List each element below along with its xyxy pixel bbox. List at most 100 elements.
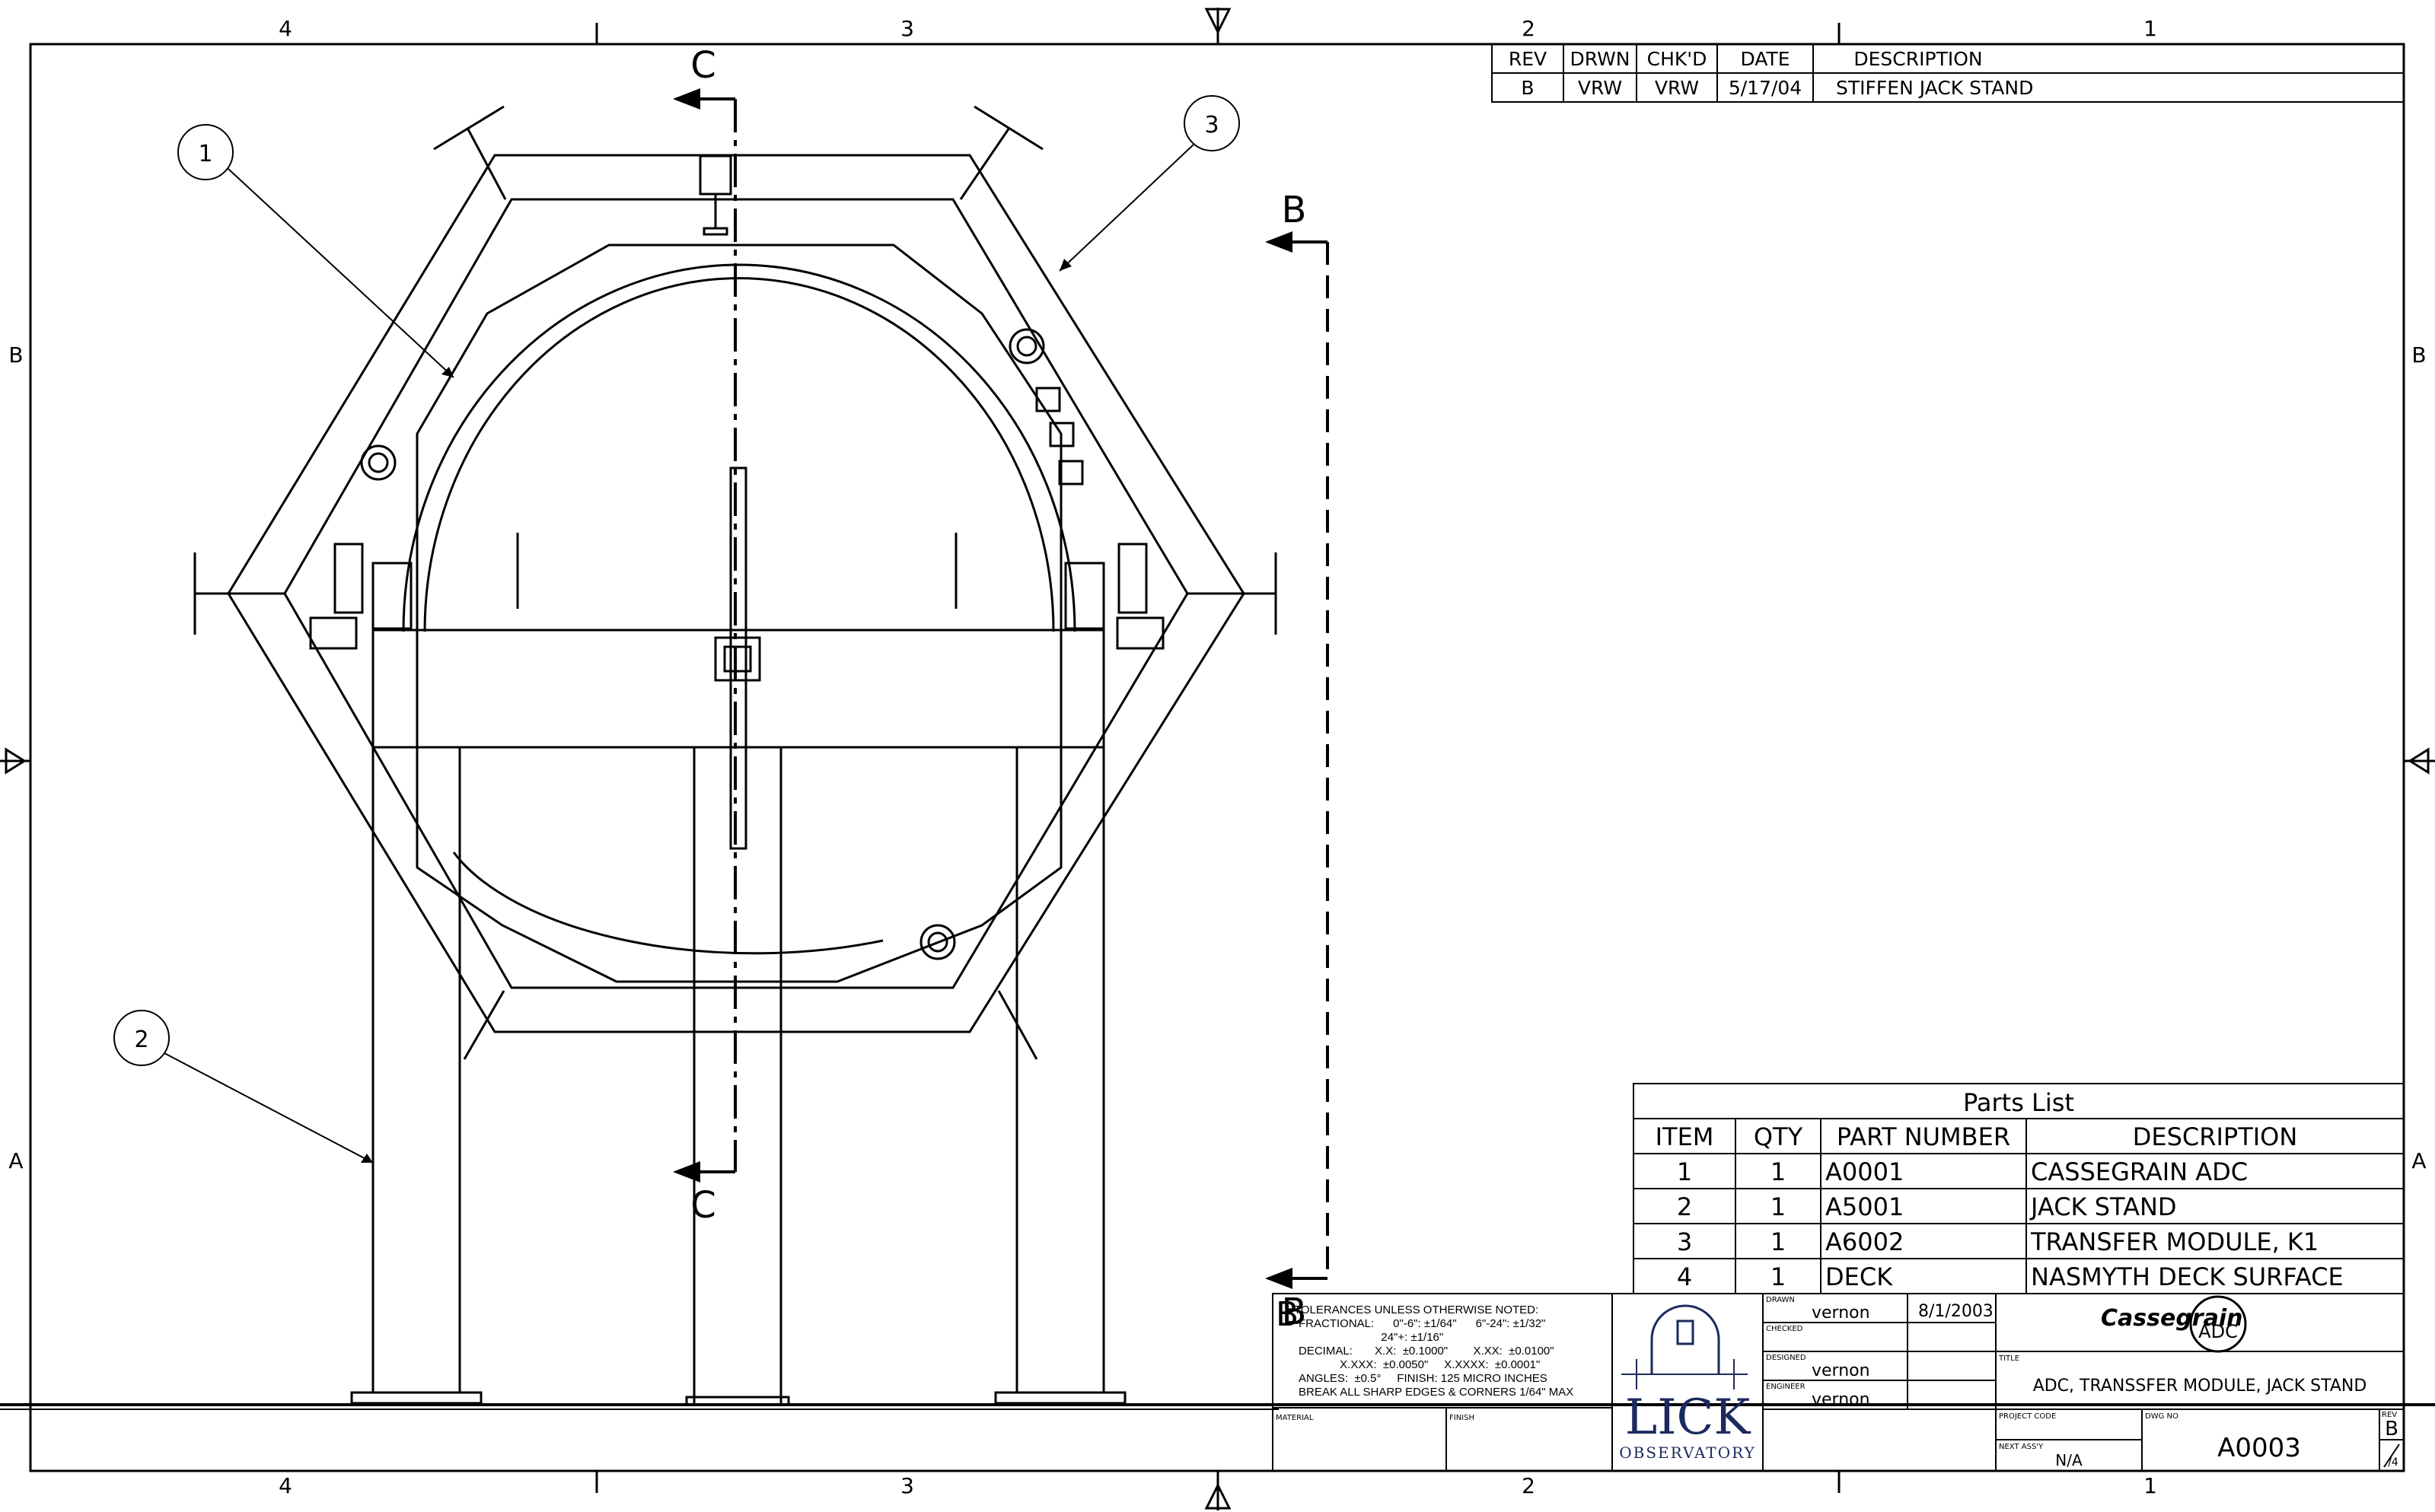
section-c-line: [677, 97, 737, 1173]
zone-bottom-1: 1: [2143, 1473, 2157, 1498]
rev-value: B: [2385, 1418, 2398, 1440]
rev-label: REV: [2382, 1411, 2397, 1419]
svg-text:1: 1: [198, 141, 212, 167]
parts-list: Parts List ITEM QTY PART NUMBER DESCRIPT…: [1633, 1083, 2405, 1294]
svg-text:X.XXX: ±0.0050" X.XXXX:: X.XXX: ±0.0050" X.XXXX: ±0.0001": [1299, 1358, 1540, 1371]
balloon-2: 2: [113, 1010, 374, 1163]
engineer-name: vernon: [1812, 1390, 1870, 1409]
zone-bottom-4: 4: [279, 1473, 292, 1498]
parts-row-3-desc: TRANSFER MODULE, K1: [2030, 1227, 2319, 1256]
section-b-arrow-top: [1265, 231, 1292, 253]
cassegrain-adc: [309, 154, 1165, 983]
rev-cell-date: 5/17/04: [1729, 77, 1802, 99]
svg-text:ANGLES: ±0.5° FINISH: 125: ANGLES: ±0.5° FINISH: 125 MICRO INCHES: [1299, 1372, 1547, 1385]
parts-row-2-part: A5001: [1825, 1192, 1904, 1221]
parts-row-2-item: 2: [1677, 1192, 1692, 1221]
hexagon-frame: [193, 105, 1277, 1060]
section-b-label-top: B: [1282, 189, 1307, 231]
zone-labels: 4 3 2 1 4 3 2 1 B A B A: [8, 16, 2426, 1498]
parts-row-3-qty: 1: [1770, 1227, 1786, 1256]
finish-label: FINISH: [1449, 1414, 1474, 1422]
parts-row-4-item: 4: [1677, 1262, 1692, 1291]
rev-header-chkd: CHK'D: [1647, 48, 1707, 70]
parts-row-3-part: A6002: [1825, 1227, 1904, 1256]
rev-header-date: DATE: [1740, 48, 1790, 70]
svg-text:TOLERANCES UNLESS OTHERWISE NO: TOLERANCES UNLESS OTHERWISE NOTED:: [1294, 1304, 1538, 1316]
project-code-label: PROJECT CODE: [1999, 1412, 2056, 1421]
zone-bottom-3: 3: [900, 1473, 914, 1498]
project-badge-circle: [2189, 1295, 2247, 1353]
section-b-arrow-bottom: [1265, 1268, 1292, 1289]
parts-header-item: ITEM: [1656, 1122, 1714, 1151]
section-b-label-bottom: B: [1282, 1291, 1307, 1333]
central-shaft: [714, 466, 761, 850]
parts-header-description: DESCRIPTION: [2133, 1122, 2298, 1151]
parts-row-4-part: DECK: [1825, 1262, 1893, 1291]
title-block: TOLERANCES UNLESS OTHERWISE NOTED: FRACT…: [1272, 1293, 2405, 1472]
lick-observatory-logo: LICK OBSERVATORY: [1619, 1304, 1756, 1462]
material-label: MATERIAL: [1276, 1414, 1314, 1422]
logo-name: LICK: [1625, 1389, 1751, 1446]
zone-left-b: B: [8, 342, 23, 368]
logo-sub: OBSERVATORY: [1619, 1444, 1756, 1462]
drawing-title: ADC, TRANSSFER MODULE, JACK STAND: [2033, 1377, 2367, 1396]
zone-top-3: 3: [900, 16, 914, 41]
section-c-label-bottom: C: [690, 1184, 716, 1227]
dwg-no: A0003: [2217, 1433, 2301, 1463]
parts-header-qty: QTY: [1754, 1122, 1803, 1151]
revision-block: REV DRWN CHK'D DATE DESCRIPTION B VRW VR…: [1491, 43, 2405, 103]
tolerance-notes: TOLERANCES UNLESS OTHERWISE NOTED: FRACT…: [1294, 1304, 1573, 1399]
svg-text:2: 2: [134, 1027, 148, 1053]
rev-cell-drwn: VRW: [1578, 77, 1622, 99]
project-name: Cassegrain: [2101, 1305, 2242, 1332]
svg-text:3: 3: [1204, 112, 1219, 138]
tolerance-b-mark: B: [1276, 1295, 1299, 1334]
parts-row-1-item: 1: [1677, 1157, 1692, 1186]
section-c-arrow-top: [673, 88, 700, 110]
rev-header-description: DESCRIPTION: [1853, 48, 1982, 70]
zone-right-a: A: [2411, 1148, 2426, 1173]
zone-top-1: 1: [2143, 16, 2157, 41]
parts-list-title: Parts List: [1963, 1088, 2074, 1117]
zone-right-b: B: [2411, 342, 2426, 368]
rev-cell-chkd: VRW: [1655, 77, 1699, 99]
zone-left-a: A: [8, 1148, 23, 1173]
balloon-3: 3: [1059, 95, 1240, 272]
next-assy: N/A: [2055, 1451, 2083, 1469]
svg-text:FRACTIONAL: 0"-6": ±1/64": FRACTIONAL: 0"-6": ±1/64" 6"-24": ±1/32": [1299, 1317, 1545, 1330]
parts-row-1-part: A0001: [1825, 1157, 1904, 1186]
drawn-by: vernon: [1812, 1304, 1870, 1323]
balloon-1: 1: [177, 124, 454, 378]
drawn-date: 8/1/2003: [1918, 1302, 1994, 1321]
svg-text:DECIMAL: X.X: ±0.1000": DECIMAL: X.X: ±0.1000" X.XX: ±0.0100": [1299, 1345, 1554, 1358]
parts-row-2-qty: 1: [1770, 1192, 1786, 1221]
designed-by: vernon: [1812, 1361, 1870, 1380]
parts-row-3-item: 3: [1677, 1227, 1692, 1256]
parts-row-4-qty: 1: [1770, 1262, 1786, 1291]
parts-row-2-desc: JACK STAND: [2029, 1192, 2177, 1221]
dwg-no-label: DWG NO: [2145, 1412, 2178, 1421]
parts-row-1-desc: CASSEGRAIN ADC: [2031, 1157, 2248, 1186]
parts-header-part-number: PART NUMBER: [1837, 1122, 2010, 1151]
svg-text:BREAK ALL SHARP EDGES & CORNER: BREAK ALL SHARP EDGES & CORNERS 1/64" MA…: [1299, 1386, 1573, 1399]
checked-label: CHECKED: [1766, 1325, 1803, 1333]
sheet-number: /4: [2388, 1456, 2398, 1469]
parts-row-4-desc: NASMYTH DECK SURFACE: [2031, 1262, 2344, 1291]
zone-bottom-2: 2: [1522, 1473, 1535, 1498]
assembly-view: [0, 105, 2435, 1410]
jack-stand: [350, 629, 1127, 1406]
svg-text:24"+: ±1/16": 24"+: ±1/16": [1299, 1331, 1443, 1344]
title-label: TITLE: [1998, 1354, 2019, 1363]
zone-top-2: 2: [1522, 16, 1535, 41]
drawn-label: DRAWN: [1766, 1296, 1795, 1304]
rev-cell-description: STIFFEN JACK STAND: [1836, 77, 2033, 99]
parts-row-1-qty: 1: [1770, 1157, 1786, 1186]
zone-top-4: 4: [279, 16, 292, 41]
rev-header-drwn: DRWN: [1570, 48, 1630, 70]
rev-header-rev: REV: [1509, 48, 1547, 70]
designed-label: DESIGNED: [1766, 1354, 1806, 1362]
rev-cell-rev: B: [1521, 77, 1534, 99]
project-badge: ADC: [2198, 1321, 2238, 1342]
sheet-border: [0, 8, 2435, 1510]
